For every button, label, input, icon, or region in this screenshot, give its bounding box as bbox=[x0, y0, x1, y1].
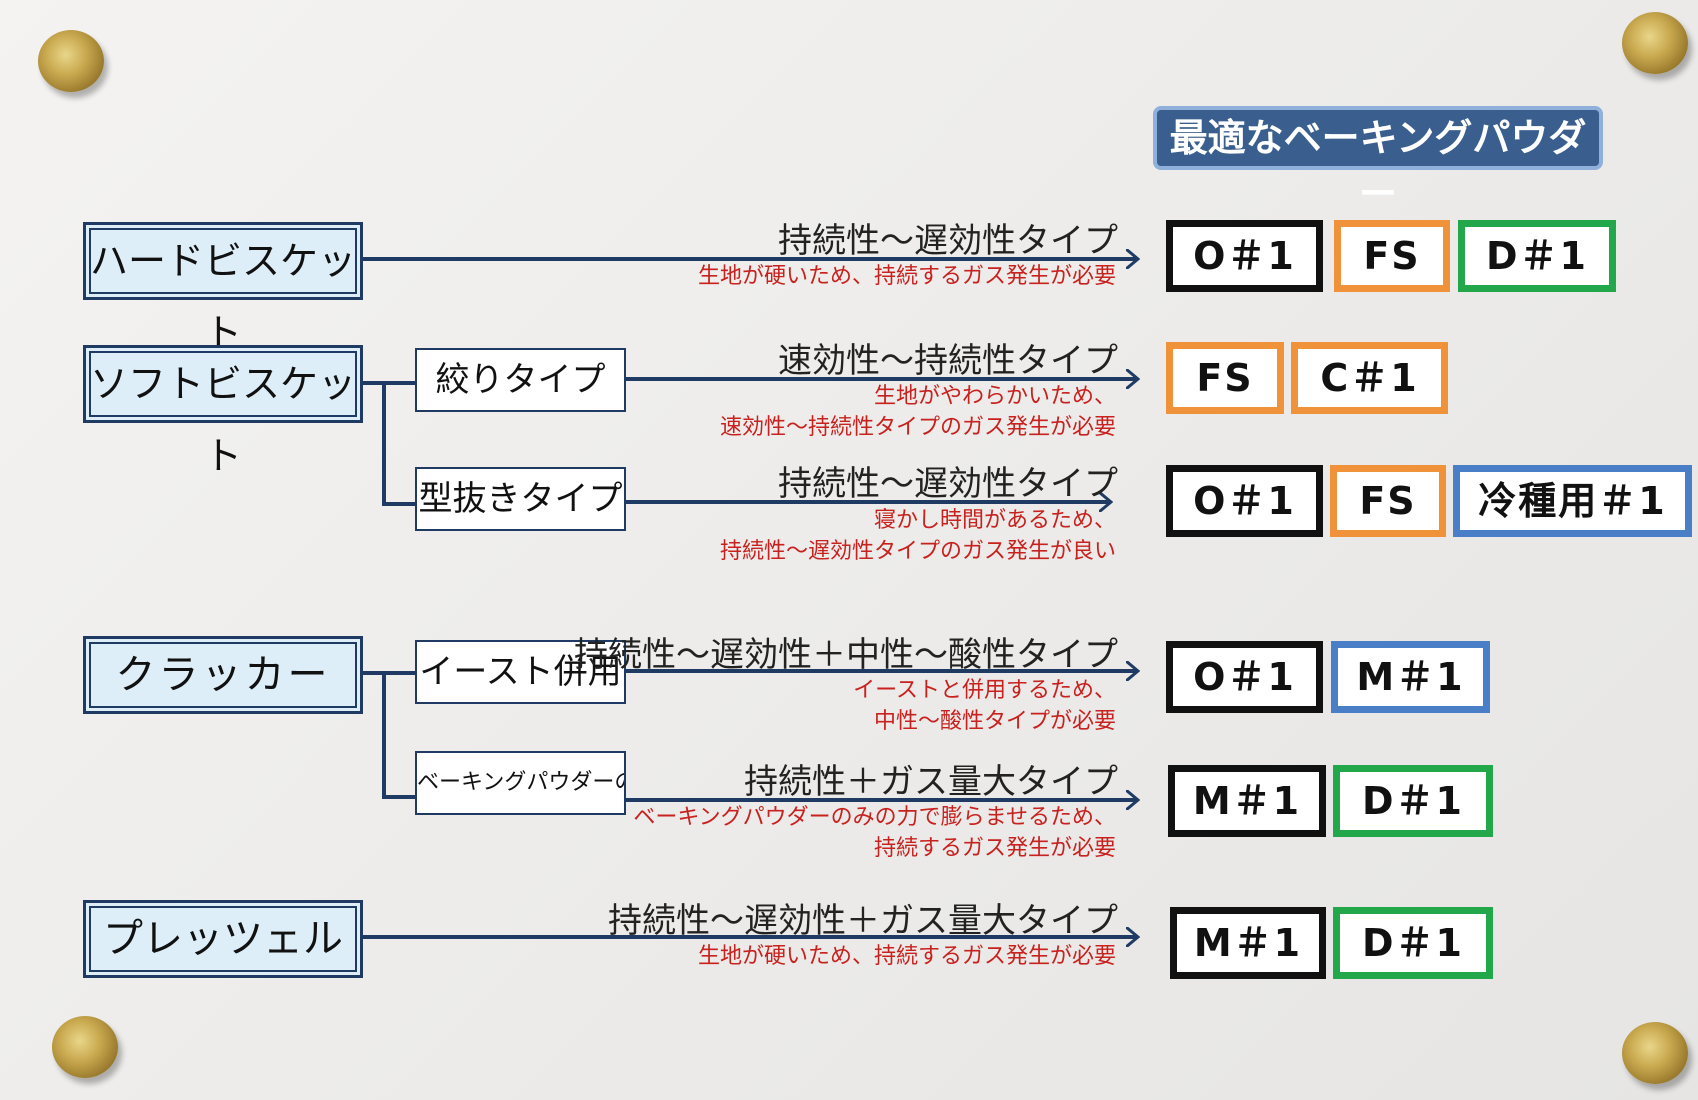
note-line: イーストと併用するため、 bbox=[853, 678, 1116, 703]
type-label: 持続性～遅効性タイプ bbox=[778, 464, 1118, 504]
subtype-yeast: イースト併用 bbox=[415, 640, 626, 704]
powder-d1: D＃1 bbox=[1333, 907, 1493, 979]
powder-cold-dough-1: 冷種用＃1 bbox=[1453, 465, 1692, 537]
note-line: 生地が硬いため、持続するガス発生が必要 bbox=[697, 264, 1116, 289]
optimal-baking-powder-header: 最適なベーキングパウダー bbox=[1153, 106, 1603, 216]
type-label: 速効性～持続性タイプ bbox=[778, 341, 1118, 381]
category-cracker: クラッカー bbox=[83, 636, 363, 714]
note-line: 持続性～遅効性タイプのガス発生が良い bbox=[719, 539, 1116, 564]
type-label: 持続性＋ガス量大タイプ bbox=[744, 762, 1118, 802]
note-line: 生地が硬いため、持続するガス発生が必要 bbox=[697, 944, 1116, 969]
type-label: 持続性～遅効性＋中性～酸性タイプ bbox=[574, 635, 1118, 675]
category-soft-biscuit: ソフトビスケット bbox=[83, 345, 363, 478]
note-line: 速効性～持続性タイプのガス発生が必要 bbox=[719, 415, 1116, 440]
powder-m1: M＃1 bbox=[1331, 641, 1490, 713]
powder-o1: O＃1 bbox=[1166, 465, 1323, 537]
note-line: 寝かし時間があるため、 bbox=[873, 508, 1116, 533]
pushpin-icon bbox=[1622, 1022, 1688, 1084]
powder-o1: O＃1 bbox=[1166, 220, 1323, 292]
powder-d1: D＃1 bbox=[1333, 765, 1493, 837]
powder-c1: C＃1 bbox=[1291, 342, 1448, 414]
category-pretzel: プレッツェル bbox=[83, 900, 363, 978]
subtype-cutout: 型抜きタイプ bbox=[415, 467, 626, 531]
type-label: 持続性～遅効性＋ガス量大タイプ bbox=[608, 901, 1118, 941]
pushpin-icon bbox=[38, 30, 104, 92]
type-label: 持続性～遅効性タイプ bbox=[778, 221, 1118, 261]
powder-m1: M＃1 bbox=[1168, 765, 1326, 837]
powder-d1: D＃1 bbox=[1458, 220, 1616, 292]
subtype-bp-only: ベーキングパウダーのみ bbox=[415, 751, 626, 815]
powder-fs: FS bbox=[1334, 220, 1450, 292]
pushpin-icon bbox=[52, 1016, 118, 1078]
pushpin-icon bbox=[1622, 12, 1688, 74]
powder-m1: M＃1 bbox=[1170, 907, 1326, 979]
note-line: 持続するガス発生が必要 bbox=[873, 836, 1116, 861]
powder-fs: FS bbox=[1166, 342, 1284, 414]
subtype-squeeze: 絞りタイプ bbox=[415, 348, 626, 412]
note-line: 生地がやわらかいため、 bbox=[873, 384, 1116, 409]
powder-o1: O＃1 bbox=[1166, 641, 1323, 713]
note-line: 中性～酸性タイプが必要 bbox=[873, 709, 1116, 734]
powder-fs: FS bbox=[1330, 465, 1446, 537]
category-hard-biscuit: ハードビスケット bbox=[83, 222, 363, 355]
note-line: ベーキングパウダーのみの力で膨らませるため、 bbox=[633, 805, 1116, 830]
